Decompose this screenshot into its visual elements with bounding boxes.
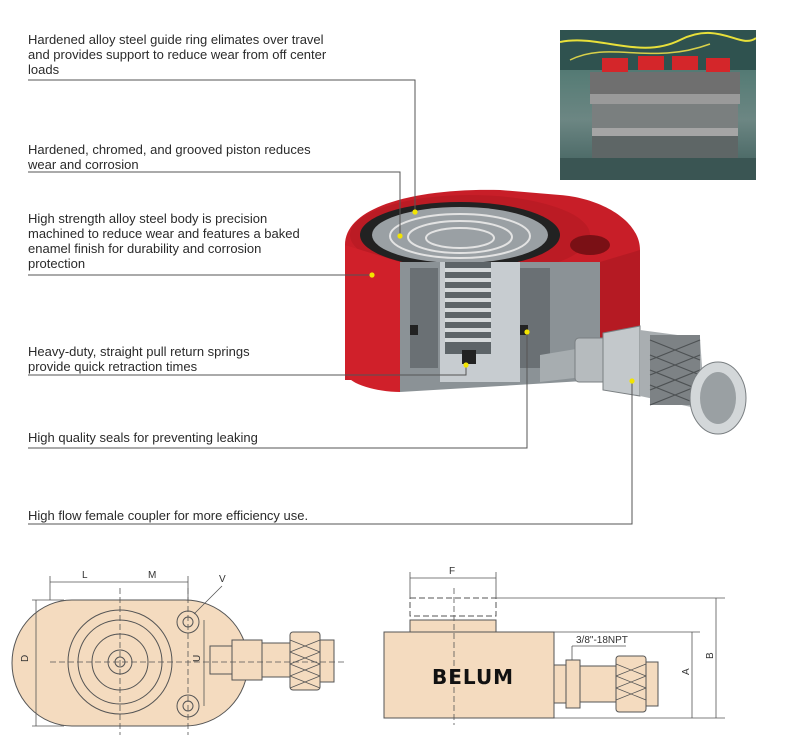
feature-springs: Heavy-duty, straight pull return springs… [28,344,250,374]
feature-line: provide quick retraction times [28,359,198,374]
application-photo [560,30,756,180]
feature-line: Hardened, chromed, and grooved piston re… [28,142,311,157]
dim-label-f: F [449,566,455,577]
leader-lines [28,79,633,525]
dim-label-u: U [192,655,203,662]
feature-line: Hardened alloy steel guide ring elimates… [28,32,324,47]
dim-label-thread: 3/8"-18NPT [576,635,628,646]
feature-line: loads [28,62,60,77]
feature-line: enamel finish for durability and corrosi… [28,241,262,256]
feature-line: protection [28,256,86,271]
brand-logo: BELUM [432,665,514,689]
dim-label-d: D [20,655,31,662]
callout-dots [369,209,635,384]
feature-line: wear and corrosion [28,157,139,172]
feature-line: and provides support to reduce wear from… [28,47,327,62]
dim-label-v: V [219,574,226,585]
feature-piston: Hardened, chromed, and grooved piston re… [28,142,311,172]
feature-line: Heavy-duty, straight pull return springs [28,344,250,359]
top-view-drawing: L M V D U [11,570,345,735]
dim-label-l: L [82,570,88,581]
feature-body: High strength alloy steel body is precis… [28,211,300,271]
dim-label-m: M [148,570,156,581]
side-view-drawing: BELUM F 3/8"-18NPT A B [383,566,725,725]
feature-line: machined to reduce wear and features a b… [28,226,300,241]
dim-label-b: B [705,652,716,659]
feature-guide-ring: Hardened alloy steel guide ring elimates… [28,32,326,77]
feature-line: High quality seals for preventing leakin… [28,430,258,445]
feature-seals: High quality seals for preventing leakin… [28,430,258,445]
feature-line: High flow female coupler for more effici… [28,508,309,523]
dim-label-a: A [681,668,692,675]
photo-art [560,30,756,180]
feature-line: High strength alloy steel body is precis… [28,211,268,226]
feature-coupler: High flow female coupler for more effici… [28,508,308,523]
spring [445,262,491,354]
